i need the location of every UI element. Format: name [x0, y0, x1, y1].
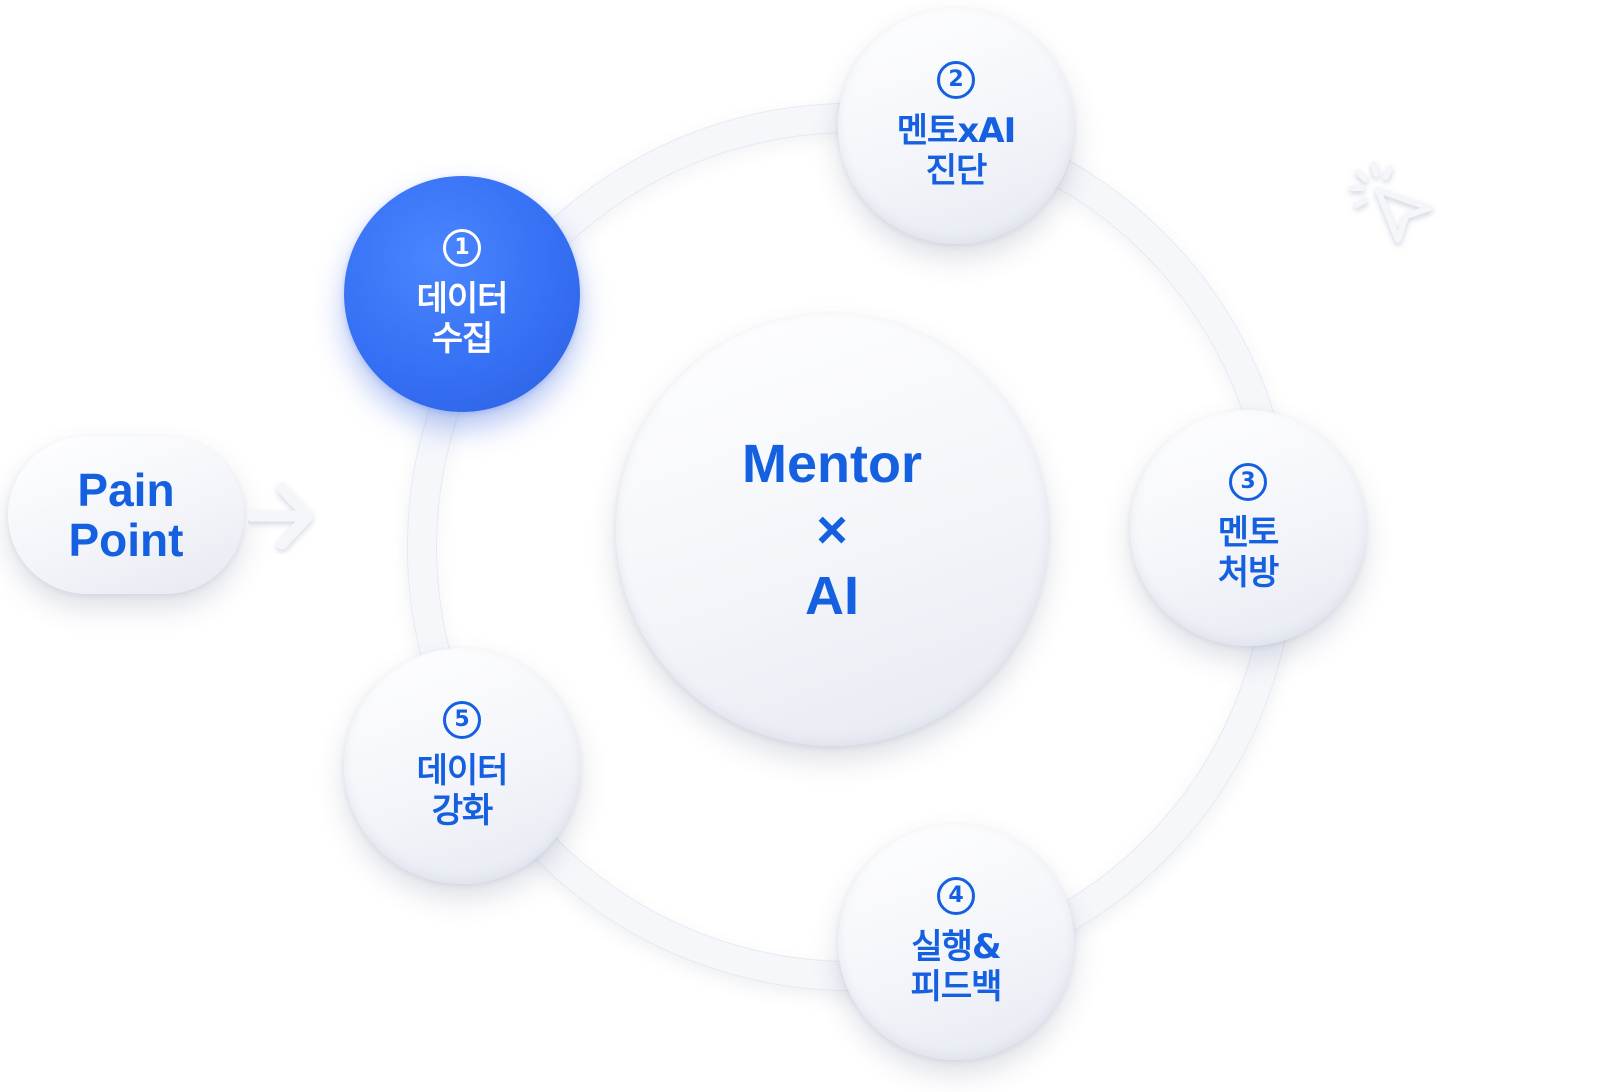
step-4-number: 4 — [937, 877, 975, 915]
cursor-click-icon — [1349, 161, 1433, 243]
step-3-label-line2: 처방 — [1217, 553, 1280, 593]
step-5-bubble: 5 데이터 강화 — [344, 648, 580, 884]
pain-point-line2: Point — [68, 514, 184, 566]
step-4-label-line2: 피드백 — [910, 967, 1003, 1007]
step-2-label-line2: 진단 — [925, 151, 988, 191]
step-3-bubble: 3 멘토 처방 — [1130, 410, 1366, 646]
step-3-label-line1: 멘토 — [1217, 513, 1280, 553]
center-line-mentor: Mentor — [742, 434, 922, 494]
step-5-label-line1: 데이터 — [416, 751, 509, 791]
step-2-bubble: 2 멘토xAI 진단 — [838, 8, 1074, 244]
step-5-label-line2: 강화 — [431, 791, 494, 831]
step-4-bubble: 4 실행& 피드백 — [838, 824, 1074, 1060]
step-5-number: 5 — [443, 701, 481, 739]
pain-point-pill: Pain Point — [8, 436, 244, 594]
center-line-ai: AI — [805, 566, 859, 626]
pain-point-line1: Pain — [77, 464, 175, 516]
step-1-label-line2: 수집 — [431, 319, 494, 359]
step-1-bubble: 1 데이터 수집 — [344, 176, 580, 412]
step-1-label-line1: 데이터 — [416, 279, 509, 319]
step-2-label-line1: 멘토xAI — [896, 111, 1016, 151]
center-bubble: Mentor × AI — [616, 314, 1048, 746]
arrow-right-icon — [248, 482, 314, 550]
step-4-label-line1: 실행& — [911, 927, 1001, 967]
center-line-times: × — [816, 500, 848, 560]
step-2-number: 2 — [937, 61, 975, 99]
step-3-number: 3 — [1229, 463, 1267, 501]
step-1-number: 1 — [443, 229, 481, 267]
